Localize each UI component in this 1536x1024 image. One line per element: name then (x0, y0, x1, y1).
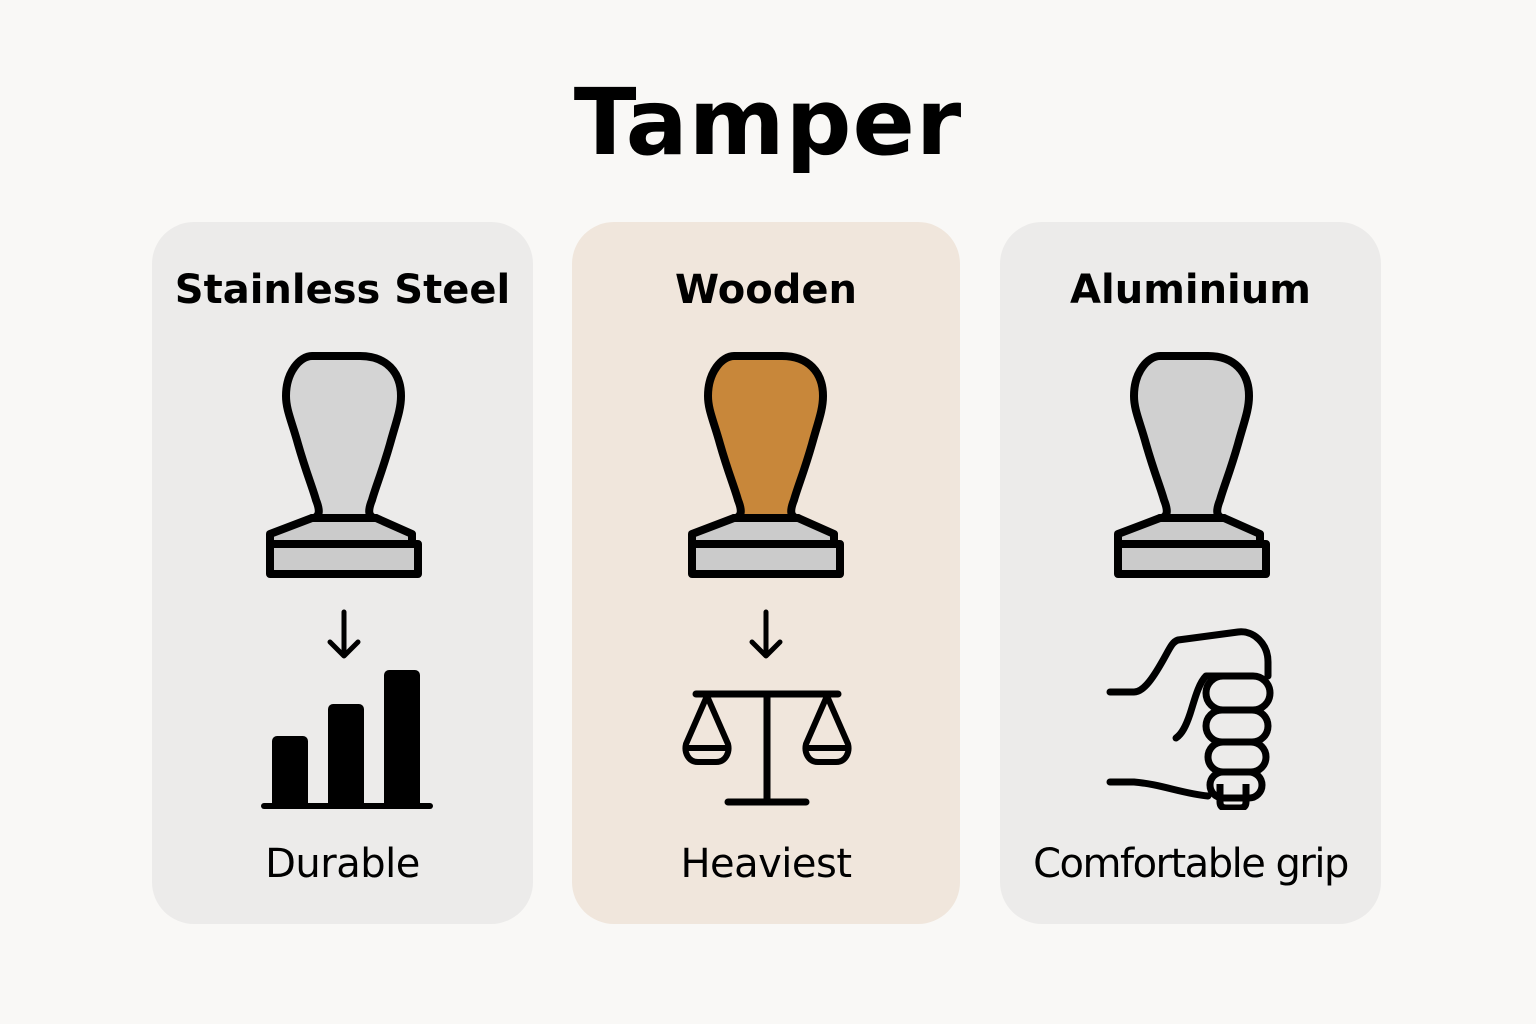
tamper-aluminium-icon (1114, 352, 1270, 578)
page-title: Tamper (573, 69, 963, 176)
balance-scale-icon (682, 690, 852, 806)
bar-chart-icon (261, 670, 433, 809)
tamper-wooden-icon (688, 352, 844, 578)
card-stainless-steel: Stainless Steel Durable (152, 222, 533, 924)
hand-grip-icon (1106, 628, 1274, 810)
card-caption: Comfortable grip (1033, 841, 1349, 887)
card-aluminium: Aluminium Comfortable grip (1000, 222, 1381, 924)
card-wooden: Wooden Heaviest (572, 222, 960, 924)
tamper-steel-icon (266, 352, 422, 578)
card-caption: Durable (265, 841, 420, 887)
card-caption: Heaviest (680, 841, 852, 887)
arrow-down-icon (749, 609, 783, 659)
card-title: Stainless Steel (174, 267, 511, 313)
card-title: Wooden (675, 267, 857, 313)
card-title: Aluminium (1070, 267, 1311, 313)
arrow-down-icon (327, 609, 361, 659)
